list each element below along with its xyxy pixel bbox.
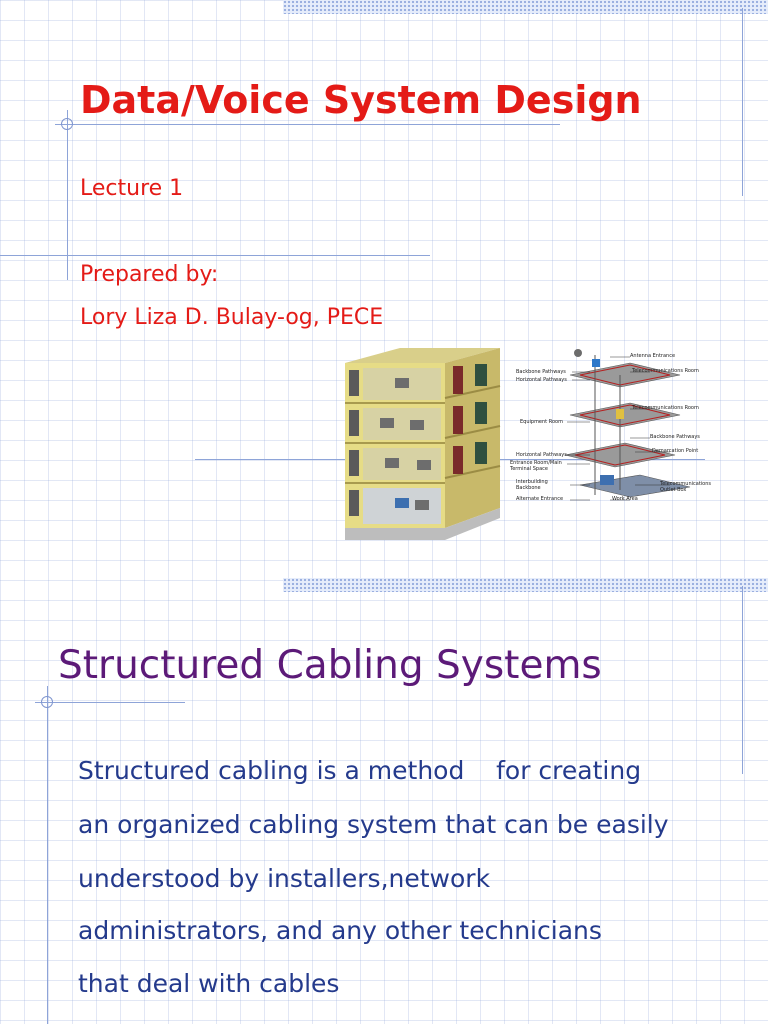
diagram-label: Interbuilding Backbone: [516, 479, 548, 491]
cabling-diagram: [564, 349, 691, 501]
rule-line: [67, 110, 68, 280]
body-line: that deal with cables: [78, 969, 340, 998]
diagram-label: Demarcation Point: [652, 448, 699, 454]
slide-title: Structured Cabling Systems: [58, 643, 602, 688]
building-illustration: [345, 348, 501, 540]
rule-line: [742, 586, 743, 774]
diagram-label: Backbone Pathways: [650, 434, 700, 440]
diagram-label: Telecommunications Outlet Box: [660, 481, 712, 493]
diagram-label: Work Area: [612, 496, 638, 502]
diagram-label: Backbone Pathways: [516, 369, 566, 375]
top-dot-band: [283, 0, 768, 14]
crosshair-mark: [38, 693, 56, 711]
rule-line: [47, 686, 48, 1024]
body-line: Structured cabling is a method for creat…: [78, 756, 642, 785]
rule-line: [742, 8, 743, 196]
prepared-by-label: Prepared by:: [80, 262, 219, 287]
body-line: understood by installers,network: [78, 864, 491, 893]
body-line: administrators, and any other technician…: [78, 916, 602, 945]
slide-title: Data/Voice System Design: [80, 78, 642, 122]
rule-line: [0, 255, 430, 256]
body-line: an organized cabling system that can be …: [78, 810, 669, 839]
diagram-label: Telecommunications Room: [632, 368, 699, 374]
author-name: Lory Liza D. Bulay-og, PECE: [80, 305, 384, 330]
diagram-label: Horizontal Pathways: [516, 377, 567, 383]
lecture-label: Lecture 1: [80, 176, 184, 201]
crosshair-mark: [58, 115, 76, 133]
diagram-label: Equipment Room: [520, 419, 563, 425]
cabling-diagram-labels: Antenna Entrance Backbone Pathways Horiz…: [510, 345, 712, 505]
rule-line: [55, 124, 560, 125]
diagram-label: Antenna Entrance: [630, 353, 676, 359]
top-dot-band: [283, 578, 768, 592]
slide-2: Structured Cabling Systems Structured ca…: [0, 578, 768, 1024]
slide-1: Data/Voice System Design Lecture 1 Prepa…: [0, 0, 768, 540]
diagram-label: Entrance Room/Main Terminal Space: [510, 460, 562, 472]
diagram-label: Horizontal Pathways: [516, 452, 567, 458]
diagram-label: Telecommunications Room: [632, 405, 699, 411]
rule-line: [35, 702, 185, 703]
diagram-label: Alternate Entrance: [516, 496, 564, 502]
